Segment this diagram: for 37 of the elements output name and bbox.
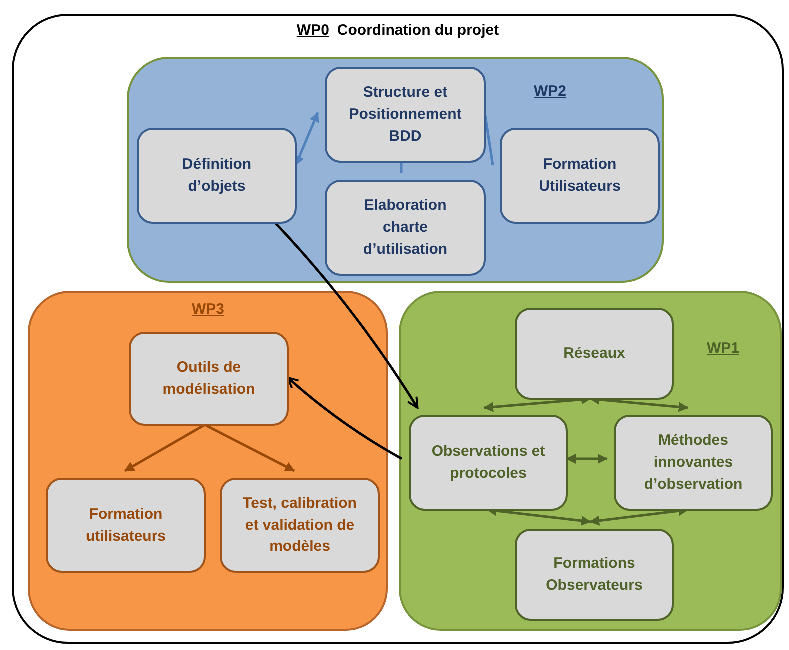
- package-label: WP0: [296, 22, 330, 39]
- task-label: Réseaux: [564, 344, 626, 364]
- package-label: WP3: [192, 301, 225, 318]
- task-label: Test, calibration et validation de modèles: [242, 494, 358, 558]
- task-label: Elaboration charte d’utilisation: [362, 196, 449, 260]
- task-box: [515, 308, 674, 400]
- task-label: Structure et Positionnement BDD: [348, 83, 463, 147]
- connector-arrow: [204, 424, 296, 472]
- task-box: [220, 478, 380, 573]
- task-box: [500, 128, 660, 224]
- project-frame: [12, 14, 784, 644]
- work-package-panel: [28, 291, 388, 631]
- task-box: [137, 128, 297, 224]
- task-label: Définition d’objets: [181, 155, 253, 197]
- connector-arrow: [287, 376, 403, 460]
- task-box: [325, 67, 486, 163]
- work-package-panel: [127, 57, 664, 283]
- task-label: Formations Observateurs: [545, 554, 644, 596]
- task-box: [129, 332, 289, 426]
- task-label: Formation utilisateurs: [84, 504, 168, 546]
- task-box: [46, 478, 206, 573]
- task-label: Observations et protocoles: [430, 442, 546, 484]
- task-label: Méthodes innovantes d’observation: [643, 431, 744, 495]
- task-box: [325, 180, 486, 276]
- work-package-panel: [399, 291, 782, 631]
- connector-arrow: [274, 222, 419, 409]
- connector-arrow: [566, 454, 608, 464]
- frame-title: Coordination du projet: [337, 22, 500, 39]
- task-label: Formation Utilisateurs: [538, 155, 622, 197]
- task-box: [409, 415, 568, 511]
- task-label: Outils de modélisation: [162, 358, 256, 400]
- package-label: WP1: [707, 340, 740, 357]
- connector-arrow: [294, 112, 320, 166]
- task-box: [515, 529, 674, 621]
- task-box: [614, 415, 773, 511]
- package-label: WP2: [534, 83, 567, 100]
- connector-arrow: [124, 424, 206, 472]
